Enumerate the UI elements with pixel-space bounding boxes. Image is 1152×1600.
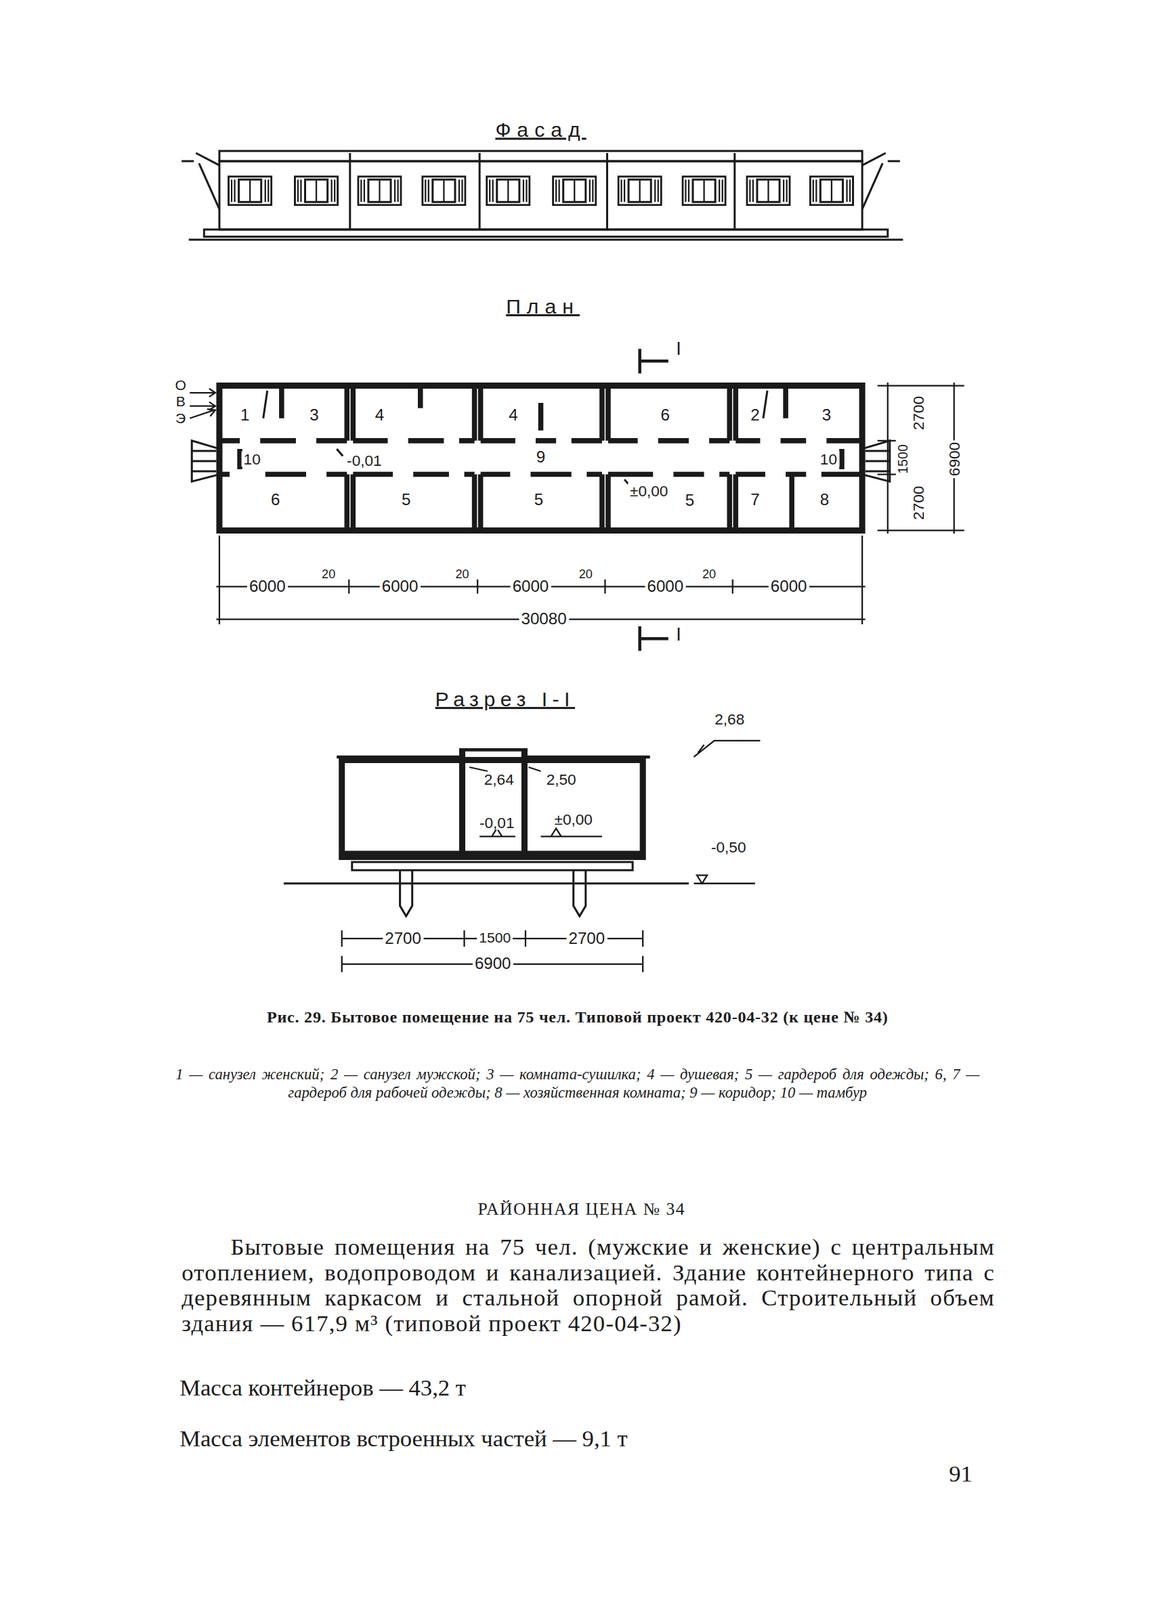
- dimension: 6900: [472, 956, 514, 973]
- room-number: 3: [307, 407, 321, 424]
- view-title: Фасад: [493, 119, 588, 140]
- view-title: План: [503, 295, 582, 317]
- dimension: 6000: [645, 578, 687, 595]
- dimension: 20: [700, 568, 718, 581]
- room-number: 5: [683, 493, 697, 510]
- utility-label: В: [174, 394, 188, 409]
- dimension: 6000: [768, 578, 810, 595]
- room-number: 2: [748, 407, 762, 424]
- view-title: Разрез I-I: [433, 688, 578, 710]
- room-number: 3: [820, 407, 834, 424]
- level-mark: -0,01: [477, 814, 517, 831]
- mass-line: Масса контейнеров — 43,2 т: [179, 1375, 894, 1402]
- dimension: 6000: [379, 578, 421, 595]
- level-mark: ±0,00: [627, 482, 670, 499]
- dimension: 2700: [382, 930, 424, 947]
- room-number: 8: [818, 491, 831, 508]
- facade: [181, 151, 903, 240]
- dimension: 1500: [476, 930, 513, 945]
- dimension: 20: [577, 568, 595, 581]
- utility-label: Э: [173, 411, 188, 426]
- dimension: 20: [453, 568, 471, 581]
- level-mark: -0,01: [344, 452, 384, 468]
- section-heading: РАЙОННАЯ ЦЕНА № 34: [388, 1200, 777, 1221]
- section-mark: I: [673, 625, 684, 645]
- dimension: 6000: [510, 578, 552, 595]
- dimension: 2700: [566, 930, 607, 947]
- room-number: 5: [399, 491, 413, 508]
- section-view: [283, 740, 761, 973]
- utility-label: О: [172, 377, 188, 392]
- page-number: 91: [948, 1461, 990, 1488]
- room-number: 9: [534, 449, 548, 466]
- dimension: 30080: [519, 610, 569, 628]
- dimension: 6000: [247, 578, 288, 595]
- section-mark: I: [673, 339, 684, 359]
- room-number: 10: [241, 451, 263, 468]
- room-number: 6: [658, 407, 672, 424]
- room-number: 4: [506, 407, 520, 424]
- room-number: 4: [373, 407, 387, 424]
- room-number: 10: [818, 451, 840, 468]
- room-number: 1: [238, 407, 252, 424]
- dimension: 1500: [896, 442, 911, 477]
- level-mark: -0,50: [709, 839, 749, 855]
- body-paragraph: Бытовые помещения на 75 чел. (мужские и …: [181, 1234, 995, 1337]
- dimension: 2700: [910, 484, 927, 523]
- floor-plan: [189, 348, 965, 651]
- dimension: 2700: [910, 394, 927, 433]
- figure-caption: Рис. 29. Бытовое помещение на 75 чел. Ти…: [175, 1004, 980, 1031]
- level-mark: 2,50: [544, 772, 579, 788]
- dimension: 20: [319, 568, 338, 581]
- legend-text: 1 — санузел женский; 2 — санузел мужской…: [175, 1065, 980, 1102]
- mass-line: Масса элементов встроенных частей — 9,1 …: [179, 1426, 955, 1453]
- room-number: 5: [532, 491, 546, 508]
- level-mark: ±0,00: [552, 812, 595, 828]
- room-number: 6: [268, 491, 282, 508]
- level-mark: 2,64: [482, 772, 517, 788]
- room-number: 7: [748, 491, 762, 508]
- level-mark: 2,68: [712, 711, 747, 728]
- dimension: 6900: [946, 440, 962, 479]
